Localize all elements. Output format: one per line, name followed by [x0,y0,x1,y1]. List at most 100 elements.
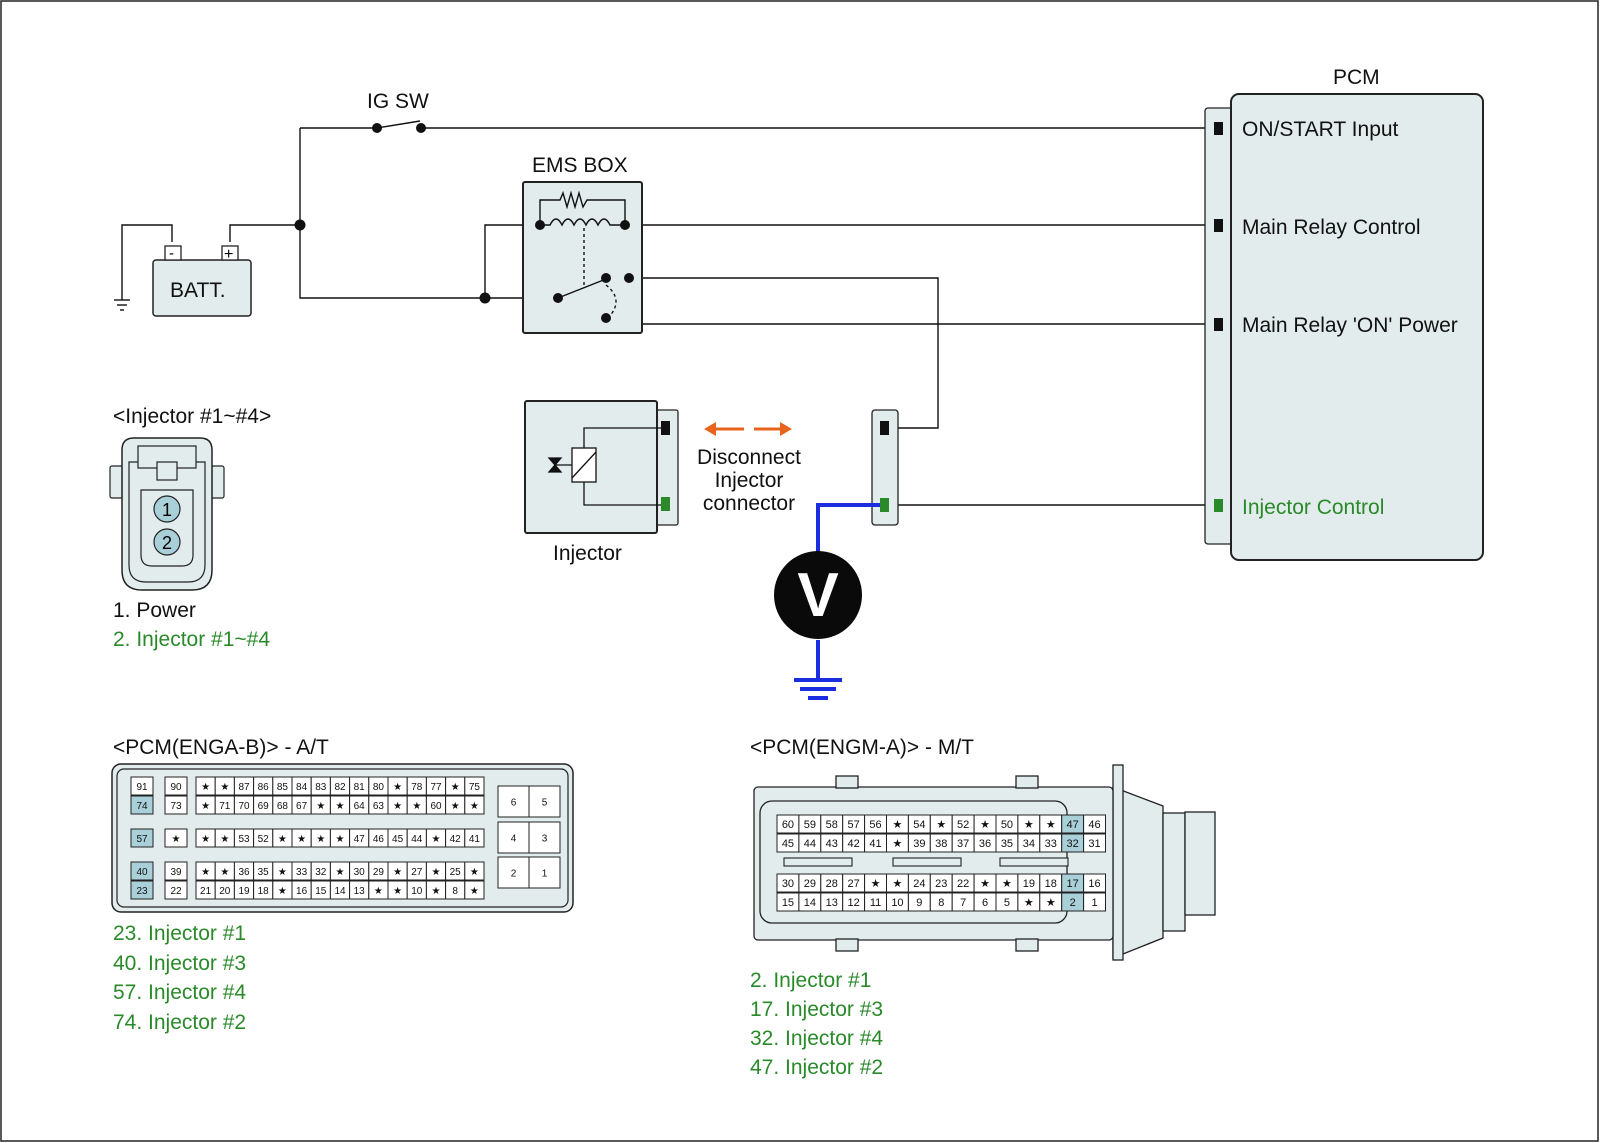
pin-cell [164,776,188,796]
pin-label: ★ [336,834,345,845]
injector-pin-1: 1 [162,500,172,520]
pin-label: 45 [782,838,794,850]
pin-label: 34 [1023,838,1035,850]
pin-label: ★ [432,886,441,897]
pin-label: ★ [1002,878,1012,890]
pin-label: ★ [893,819,903,831]
pin-cell [464,776,485,796]
pin-label: 46 [373,834,385,845]
pin-label: ★ [936,819,946,831]
pin-label: 33 [296,867,308,878]
pin-label: 1 [542,869,548,880]
pin-cell [1083,814,1106,834]
pin-label: 29 [804,878,816,890]
pin-label: 18 [1045,878,1057,890]
injector-legend-2: 2. Injector #1~#4 [113,628,270,651]
pin-label: ★ [393,867,402,878]
pin-label: 39 [913,838,925,850]
pin-label: ★ [278,886,287,897]
pin-cell [528,785,561,818]
pin-label: 27 [411,867,423,878]
injector-connector-title: <Injector #1~#4> [113,405,271,428]
injector-label: Injector [553,542,622,565]
pin-label: 52 [957,819,969,831]
pin-label: ★ [1046,819,1056,831]
pin-label: ★ [432,834,441,845]
pin-label: 19 [238,886,250,897]
pin-label: 5 [542,798,548,809]
pin-label: 20 [219,886,231,897]
pin-label: 35 [258,867,270,878]
pin-label: 2 [1070,897,1076,909]
pcm-at-legend-3: 57. Injector #4 [113,981,246,1004]
pin-label: ★ [172,834,181,845]
ems-box: EMS BOX [522,154,643,334]
pcm-at-legend-4: 74. Injector #2 [113,1011,246,1034]
junction-dots [294,123,491,304]
pin-label: 57 [848,819,860,831]
pin-label: 30 [782,878,794,890]
pin-label: ★ [297,834,306,845]
pin-label: 83 [315,782,327,793]
pin-label: 71 [219,801,231,812]
pin-label: ★ [871,878,881,890]
pin-label: 35 [1001,838,1013,850]
injector-legend-1: 1. Power [113,599,196,622]
pcm-mt-legend-2: 17. Injector #3 [750,998,883,1021]
pin-label: 38 [935,838,947,850]
pin-label: ★ [278,867,287,878]
pin-label: 39 [170,867,182,878]
pcm-on-start-input: ON/START Input [1242,118,1399,141]
injector-pin-2: 2 [162,533,172,553]
pin-label: ★ [201,782,210,793]
pin-cell [164,828,188,848]
pin-cell [528,856,561,889]
pin-cell [164,795,188,815]
pin-label: ★ [470,867,479,878]
pin-label: 41 [469,834,481,845]
pin-label: 73 [170,801,182,812]
injector-component: Injector [524,400,679,565]
pin-cell [1083,873,1106,893]
pin-label: ★ [220,782,229,793]
pin-label: 19 [1023,878,1035,890]
pin-label: ★ [393,886,402,897]
pin-label: 42 [450,834,462,845]
disconnect-line-3: connector [703,492,795,515]
pin-label: ★ [451,801,460,812]
pin-label: 43 [826,838,838,850]
pin-label: ★ [201,834,210,845]
pin-label: 8 [938,897,944,909]
pin-label: 56 [869,819,881,831]
pin-cell [130,828,154,848]
battery-label: BATT. [170,279,226,302]
pin-label: ★ [336,867,345,878]
pin-label: 28 [826,878,838,890]
pin-label: 47 [1067,819,1079,831]
pin-label: 14 [334,886,346,897]
pin-label: 16 [296,886,308,897]
pcm-main-relay-on-power: Main Relay 'ON' Power [1242,314,1458,337]
pin-label: 40 [136,867,148,878]
pin-label: 23 [935,878,947,890]
pin-label: 44 [411,834,423,845]
pin-cell [130,776,154,796]
pin-cell [130,861,154,881]
pcm-mt-legend-1: 2. Injector #1 [750,969,871,992]
pin-label: ★ [201,867,210,878]
pin-label: ★ [470,886,479,897]
disconnect-arrows [704,422,792,436]
pin-label: 5 [1004,897,1010,909]
pin-label: 16 [1088,878,1100,890]
pin-label: 52 [258,834,270,845]
pcm-injector-control: Injector Control [1242,496,1384,519]
pin-label: ★ [316,834,325,845]
pin-label: ★ [980,878,990,890]
pin-label: 60 [430,801,442,812]
pin-label: ★ [220,867,229,878]
voltmeter: V [774,503,880,700]
pin-label: 13 [354,886,366,897]
